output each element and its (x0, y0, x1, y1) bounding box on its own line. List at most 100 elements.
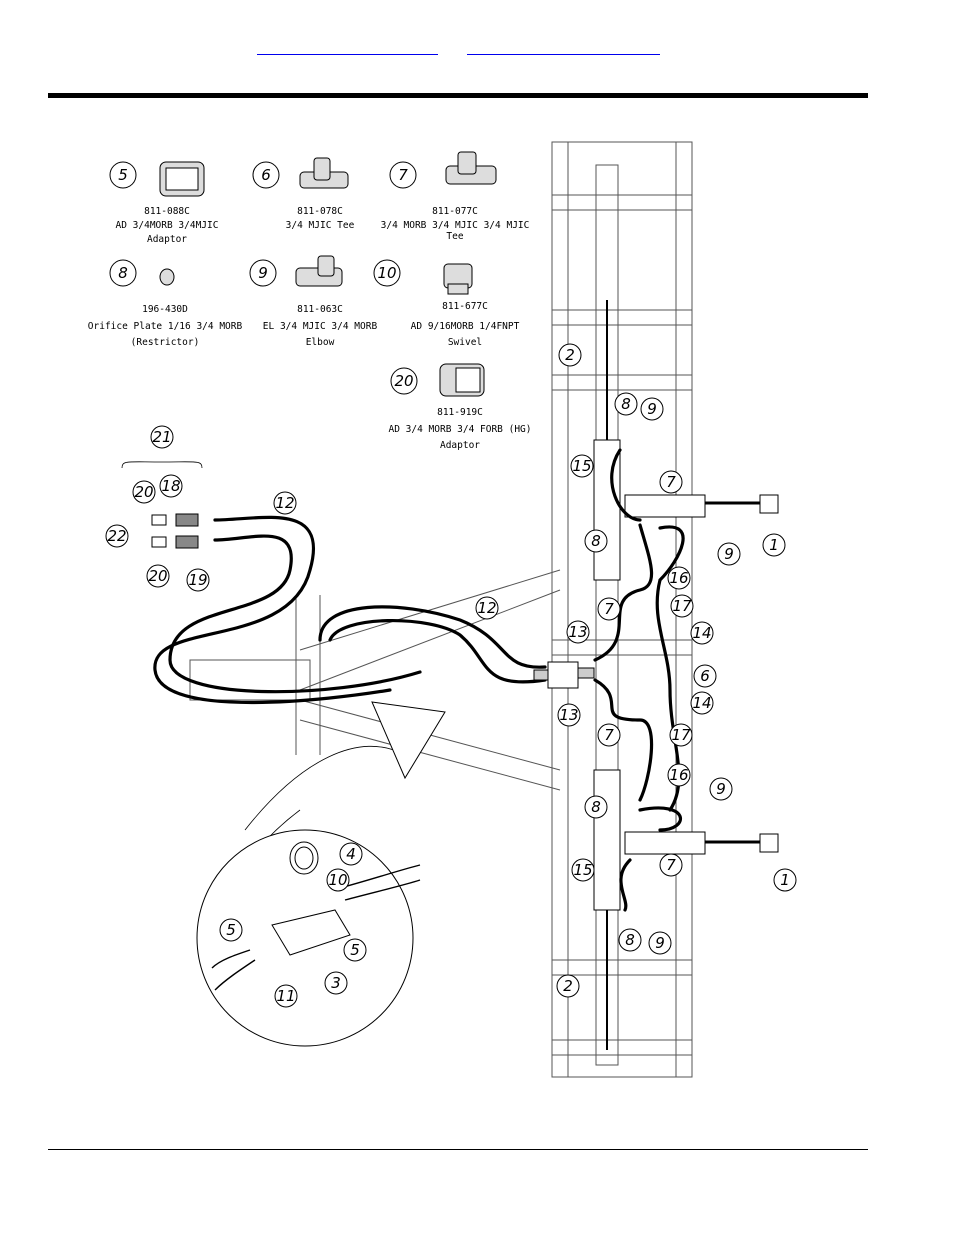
callout: 2 (556, 974, 580, 998)
svg-text:5: 5 (118, 166, 128, 184)
legend-item-5: 5 811-088C AD 3/4MORB 3/4MJIC Adaptor (109, 161, 219, 245)
callout: 16 (667, 763, 691, 787)
svg-text:811-063C: 811-063C (297, 304, 343, 315)
callout: 6 (693, 664, 717, 688)
legend-item-9: 9 811-063C EL 3/4 MJIC 3/4 MORB Elbow (249, 255, 378, 348)
svg-text:AD 3/4 MORB 3/4 FORB (HG): AD 3/4 MORB 3/4 FORB (HG) (389, 424, 532, 435)
callout: 7 (597, 723, 621, 747)
callout: 9 (648, 931, 672, 955)
svg-text:7: 7 (604, 600, 614, 618)
tee-fitting-icon (299, 157, 349, 189)
svg-text:16: 16 (669, 766, 688, 784)
callout: 7 (597, 597, 621, 621)
legend-item-8: 8 196-430D Orifice Plate 1/16 3/4 MORB (… (88, 259, 243, 348)
svg-text:Adaptor: Adaptor (440, 440, 480, 451)
top-link-left[interactable] (257, 44, 438, 55)
svg-text:22: 22 (107, 527, 126, 545)
svg-text:6: 6 (261, 166, 271, 184)
callout: 4 (339, 842, 363, 866)
svg-text:(Restrictor): (Restrictor) (131, 337, 200, 348)
svg-text:8: 8 (591, 798, 601, 816)
svg-text:Swivel: Swivel (448, 337, 482, 348)
svg-text:811-077C: 811-077C (432, 206, 478, 217)
legend-item-20: 20 811-919C AD 3/4 MORB 3/4 FORB (HG) Ad… (389, 363, 532, 451)
svg-text:811-919C: 811-919C (437, 407, 483, 418)
footer-rule (48, 1149, 868, 1150)
callout: 8 (614, 392, 638, 416)
svg-text:13: 13 (559, 706, 578, 724)
callout: 9 (717, 542, 741, 566)
callout: 8 (584, 529, 608, 553)
svg-text:20: 20 (148, 567, 167, 585)
svg-text:17: 17 (672, 597, 692, 615)
callouts: 21 20 18 22 20 19 12 12 2 8 9 1 5 7 1 9 8… (105, 343, 797, 1008)
adaptor-fitting-icon (439, 363, 485, 397)
callout: 22 (105, 524, 129, 548)
svg-text:19: 19 (188, 571, 207, 589)
callout: 1 (762, 533, 786, 557)
svg-text:8: 8 (118, 264, 128, 282)
svg-text:13: 13 (568, 623, 587, 641)
callout: 1 (773, 868, 797, 892)
svg-text:9: 9 (655, 934, 665, 952)
svg-text:8: 8 (625, 931, 635, 949)
elbow-fitting-icon (295, 255, 343, 287)
svg-text:20: 20 (134, 483, 153, 501)
svg-text:1: 1 (769, 536, 779, 554)
callout: 5 (219, 918, 243, 942)
callout: 19 (186, 568, 210, 592)
cylinder-lower (624, 831, 779, 855)
callout: 12 (475, 596, 499, 620)
svg-text:811-677C: 811-677C (442, 301, 488, 312)
callout: 20 (132, 480, 156, 504)
legend-item-10: 10 811-677C AD 9/16MORB 1/4FNPT Swivel (373, 259, 520, 348)
svg-text:EL 3/4 MJIC 3/4 MORB: EL 3/4 MJIC 3/4 MORB (263, 321, 378, 332)
svg-text:21: 21 (152, 428, 171, 446)
callout: 7 (659, 853, 683, 877)
header-rule (48, 93, 868, 98)
svg-text:196-430D: 196-430D (142, 304, 188, 315)
callout: 8 (618, 928, 642, 952)
svg-text:8: 8 (621, 395, 631, 413)
svg-text:1: 1 (780, 871, 790, 889)
depth-cylinder-lower (593, 769, 621, 1050)
detail-view (196, 701, 446, 1047)
top-link-right[interactable] (467, 44, 660, 55)
manifold-block (533, 661, 595, 689)
svg-text:AD 3/4MORB 3/4MJIC: AD 3/4MORB 3/4MJIC (116, 220, 219, 231)
callout: 14 (690, 621, 714, 645)
callout: 14 (690, 691, 714, 715)
svg-text:9: 9 (258, 264, 268, 282)
svg-text:10: 10 (328, 871, 347, 889)
cylinder-upper (624, 494, 779, 518)
legend-item-6: 6 811-078C 3/4 MJIC Tee (252, 157, 355, 231)
tee-fitting-icon (445, 151, 497, 185)
group-brace (121, 461, 203, 469)
adaptor-fitting-icon (159, 161, 205, 197)
svg-text:Orifice Plate 1/16 3/4 MORB: Orifice Plate 1/16 3/4 MORB (88, 321, 243, 332)
svg-text:7: 7 (398, 166, 408, 184)
callout: 13 (566, 620, 590, 644)
svg-text:10: 10 (377, 264, 396, 282)
callout: 16 (667, 566, 691, 590)
svg-text:11: 11 (276, 987, 295, 1005)
svg-text:2: 2 (565, 346, 575, 364)
svg-text:5: 5 (226, 921, 236, 939)
callout: 17 (670, 594, 694, 618)
callout: 3 (324, 971, 348, 995)
svg-text:18: 18 (161, 477, 180, 495)
depth-cylinder-upper (593, 300, 621, 581)
svg-text:9: 9 (716, 780, 726, 798)
orifice-plate-icon (159, 268, 175, 286)
callout: 8 (584, 795, 608, 819)
callout: 5 (343, 938, 367, 962)
svg-text:3/4 MORB 3/4 MJIC 3/4 MJIC: 3/4 MORB 3/4 MJIC 3/4 MJIC (381, 220, 530, 231)
svg-text:Tee: Tee (446, 231, 463, 242)
svg-text:5: 5 (350, 941, 360, 959)
callout: 7 (659, 470, 683, 494)
pressure-gauge-icon (289, 841, 319, 875)
callout: 12 (273, 491, 297, 515)
svg-text:Adaptor: Adaptor (147, 234, 187, 245)
svg-text:9: 9 (724, 545, 734, 563)
